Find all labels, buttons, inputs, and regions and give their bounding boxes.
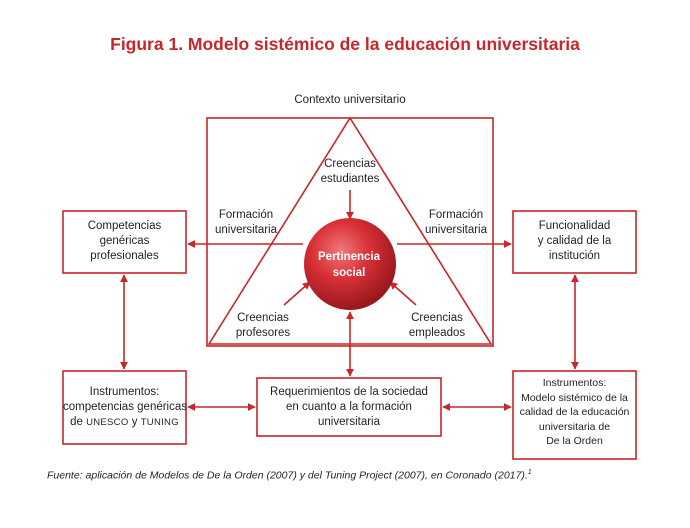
center-circle — [304, 218, 396, 310]
functionality-box — [512, 210, 637, 274]
center-label: Pertinencia social — [318, 251, 380, 279]
context-label: Contexto universitario — [294, 94, 406, 106]
instruments-right-box — [512, 370, 637, 460]
arrow-employees — [389, 281, 417, 306]
figure-title: Figura 1. Modelo sistémico de la educaci… — [110, 34, 580, 54]
requirements-box — [256, 377, 442, 437]
arrow-teachers — [283, 281, 311, 306]
competencies-box — [62, 210, 187, 274]
source-note: Fuente: aplicación de Modelos de De la O… — [47, 469, 532, 482]
instruments-left-box — [62, 370, 187, 445]
instruments-left-label: Instrumentos: competencias genéricas de … — [63, 386, 188, 428]
